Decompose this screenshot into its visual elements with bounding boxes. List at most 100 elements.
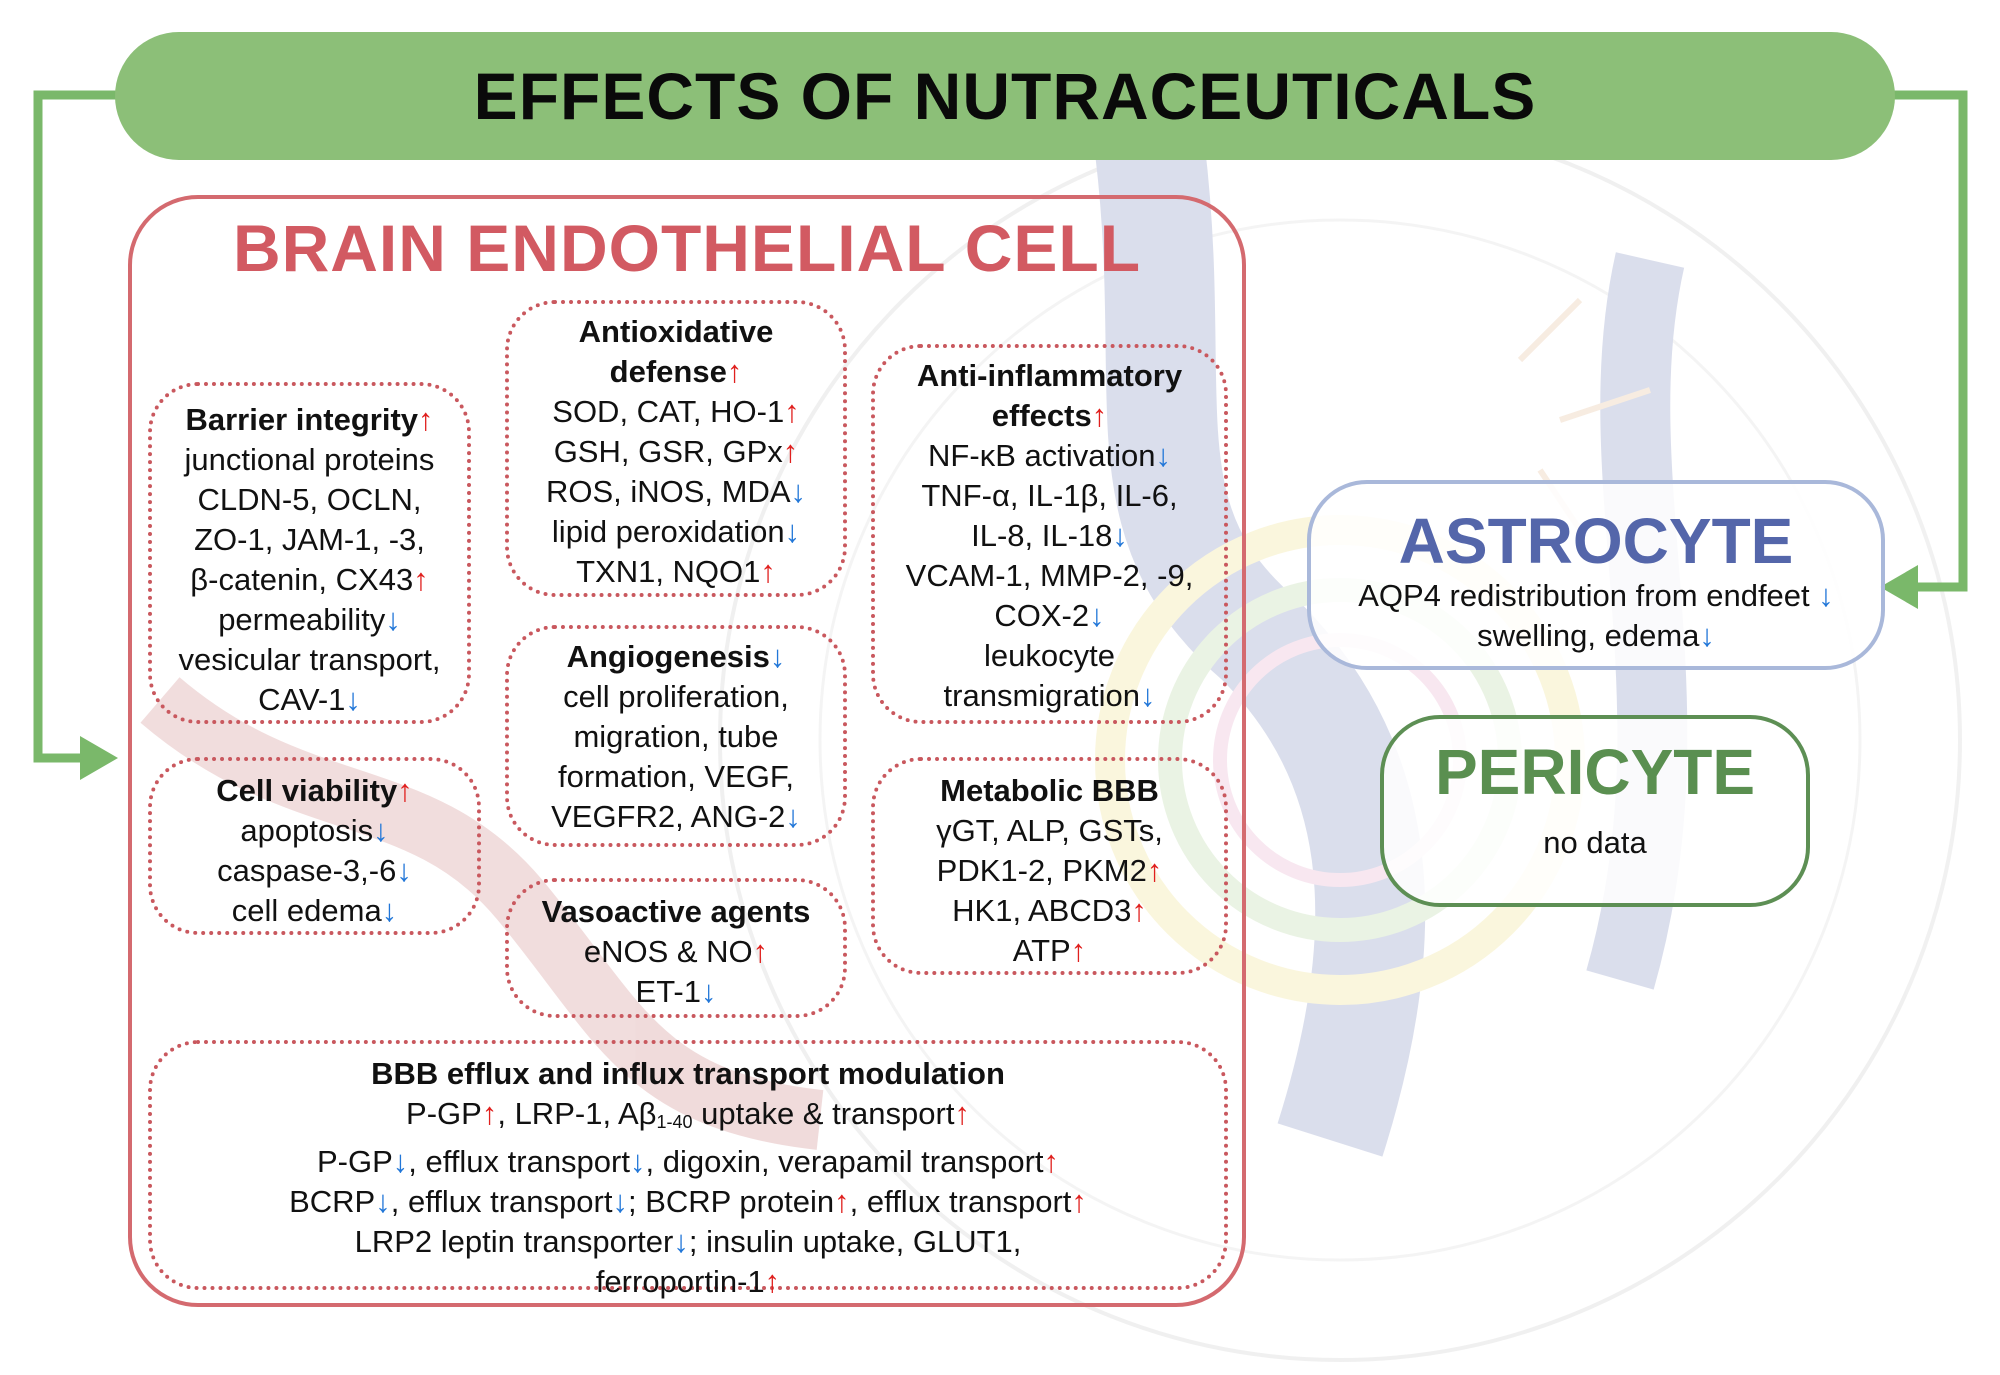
vasoactive-box: Vasoactive agents eNOS & NO↑ ET-1↓ bbox=[505, 878, 847, 1018]
barrier-line: vesicular transport, bbox=[178, 642, 441, 677]
transport-text: ; insulin uptake, GLUT1, bbox=[688, 1224, 1022, 1259]
vaso-head: Vasoactive agents bbox=[541, 894, 811, 929]
antiox-line: TXN1, NQO1 bbox=[576, 554, 761, 589]
inflam-head: Anti-inflammatory bbox=[916, 358, 1183, 393]
transport-text: ferroportin-1 bbox=[595, 1264, 765, 1299]
up-arrow: ↑ bbox=[481, 1096, 498, 1131]
inflam-line: TNF-α, IL-1β, IL-6, bbox=[921, 478, 1178, 513]
up-arrow: ↑ bbox=[764, 1264, 781, 1299]
down-arrow: ↓ bbox=[785, 799, 801, 834]
antiox-head: defense bbox=[609, 354, 727, 389]
metabolic-bbb-box: Metabolic BBB γGT, ALP, GSTs, PDK1-2, PK… bbox=[871, 757, 1228, 975]
up-arrow: ↑ bbox=[760, 554, 776, 589]
down-arrow: ↓ bbox=[1155, 438, 1171, 473]
up-arrow: ↑ bbox=[418, 402, 434, 437]
cell-viability-box: Cell viability↑ apoptosis↓ caspase-3,-6↓… bbox=[148, 757, 481, 935]
down-arrow: ↓ bbox=[1818, 578, 1834, 613]
down-arrow: ↓ bbox=[373, 813, 389, 848]
transport-subscript: 1-40 bbox=[656, 1112, 693, 1132]
down-arrow: ↓ bbox=[396, 853, 412, 888]
transport-text: , LRP-1, Aβ bbox=[497, 1096, 657, 1131]
transport-text: , digoxin, verapamil transport bbox=[645, 1144, 1044, 1179]
barrier-line: junctional proteins bbox=[184, 442, 435, 477]
vaso-line: eNOS & NO bbox=[583, 934, 753, 969]
metab-line: PDK1-2, PKM2 bbox=[936, 853, 1147, 888]
transport-text: LRP2 leptin transporter bbox=[354, 1224, 674, 1259]
up-arrow: ↑ bbox=[784, 394, 800, 429]
pericyte-title: PERICYTE bbox=[1434, 736, 1756, 808]
vaso-line: ET-1 bbox=[635, 974, 701, 1009]
transport-text: uptake & transport bbox=[692, 1096, 955, 1131]
inflam-line: IL-8, IL-18 bbox=[971, 518, 1113, 553]
astrocyte-line: AQP4 redistribution from endfeet bbox=[1358, 578, 1810, 613]
up-arrow: ↑ bbox=[1146, 853, 1163, 888]
metab-head: Metabolic BBB bbox=[940, 773, 1159, 808]
up-arrow: ↑ bbox=[1091, 398, 1108, 433]
angio-head: Angiogenesis bbox=[566, 639, 770, 674]
antiox-line: lipid peroxidation bbox=[551, 514, 785, 549]
anti-inflammatory-box: Anti-inflammatory effects↑ NF-κB activat… bbox=[871, 344, 1228, 724]
transport-text: P-GP bbox=[406, 1096, 482, 1131]
angio-line: formation, VEGF, bbox=[557, 759, 795, 794]
inflam-line: VCAM-1, MMP-2, -9, bbox=[905, 558, 1194, 593]
transport-text: ; BCRP protein bbox=[627, 1184, 835, 1219]
antiox-line: SOD, CAT, HO-1 bbox=[552, 394, 785, 429]
inflam-line: leukocyte bbox=[984, 638, 1115, 673]
up-arrow: ↑ bbox=[1071, 1184, 1087, 1219]
down-arrow: ↓ bbox=[673, 1224, 689, 1259]
transport-head: BBB efflux and influx transport modulati… bbox=[371, 1056, 1005, 1091]
right-arrowhead bbox=[1880, 565, 1918, 609]
metab-line: γGT, ALP, GSTs, bbox=[936, 813, 1163, 848]
barrier-line: permeability bbox=[218, 602, 386, 637]
inflam-line: transmigration bbox=[943, 678, 1140, 713]
down-arrow: ↓ bbox=[784, 514, 801, 549]
inflam-head: effects bbox=[991, 398, 1092, 433]
down-arrow: ↓ bbox=[1699, 618, 1715, 653]
transport-text: P-GP bbox=[316, 1144, 393, 1179]
up-arrow: ↑ bbox=[413, 562, 429, 597]
pericyte-line: no data bbox=[1543, 825, 1647, 860]
inflam-line: NF-κB activation bbox=[928, 438, 1156, 473]
barrier-integrity-box: Barrier integrity↑ junctional proteins C… bbox=[148, 382, 471, 724]
down-arrow: ↓ bbox=[392, 1144, 409, 1179]
barrier-line: CAV-1 bbox=[258, 682, 346, 717]
endothelial-cell-panel bbox=[128, 195, 1246, 1307]
viability-line: caspase-3,-6 bbox=[217, 853, 397, 888]
angiogenesis-box: Angiogenesis ↓ cell proliferation, migrat… bbox=[505, 625, 847, 847]
inflam-line: COX-2 bbox=[994, 598, 1090, 633]
up-arrow: ↑ bbox=[782, 434, 799, 469]
metab-line: HK1, ABCD3 bbox=[952, 893, 1132, 928]
down-arrow: ↓ bbox=[1139, 678, 1156, 713]
down-arrow: ↓ bbox=[629, 1144, 646, 1179]
down-arrow: ↓ bbox=[1089, 598, 1105, 633]
down-arrow: ↓ bbox=[1112, 518, 1128, 553]
angio-line: cell proliferation, bbox=[563, 679, 789, 714]
down-arrow: ↓ bbox=[345, 682, 361, 717]
angio-line: VEGFR2, ANG-2 bbox=[551, 799, 786, 834]
down-arrow: ↓ bbox=[385, 602, 401, 637]
up-arrow: ↑ bbox=[397, 773, 413, 808]
up-arrow: ↑ bbox=[834, 1184, 850, 1219]
astrocyte-line: swelling, edema bbox=[1477, 618, 1700, 653]
antiox-line: ROS, iNOS, MDA bbox=[545, 474, 791, 509]
transport-text: , efflux transport bbox=[408, 1144, 630, 1179]
metab-line: ATP bbox=[1012, 933, 1071, 968]
barrier-line: CLDN-5, OCLN, bbox=[197, 482, 422, 517]
down-arrow: ↓ bbox=[381, 893, 398, 928]
barrier-line: ZO-1, JAM-1, -3, bbox=[194, 522, 425, 557]
antiox-head: Antioxidative bbox=[578, 314, 774, 349]
antioxidative-box: Antioxidative defense↑ SOD, CAT, HO-1↑ G… bbox=[505, 300, 847, 597]
down-arrow: ↓ bbox=[700, 974, 717, 1009]
up-arrow: ↑ bbox=[1131, 893, 1147, 928]
title-banner: EFFECTS OF NUTRACEUTICALS bbox=[115, 32, 1895, 160]
angio-line: migration, tube bbox=[573, 719, 779, 754]
left-arrowhead bbox=[80, 736, 118, 780]
down-arrow: ↓ bbox=[375, 1184, 391, 1219]
viability-line: cell edema bbox=[231, 893, 382, 928]
up-arrow: ↑ bbox=[752, 934, 769, 969]
antiox-line: GSH, GSR, GPx bbox=[553, 434, 783, 469]
transport-text: BCRP bbox=[289, 1184, 376, 1219]
transport-modulation-box: BBB efflux and influx transport modulati… bbox=[148, 1040, 1228, 1299]
astrocyte-title: ASTROCYTE bbox=[1398, 505, 1794, 577]
